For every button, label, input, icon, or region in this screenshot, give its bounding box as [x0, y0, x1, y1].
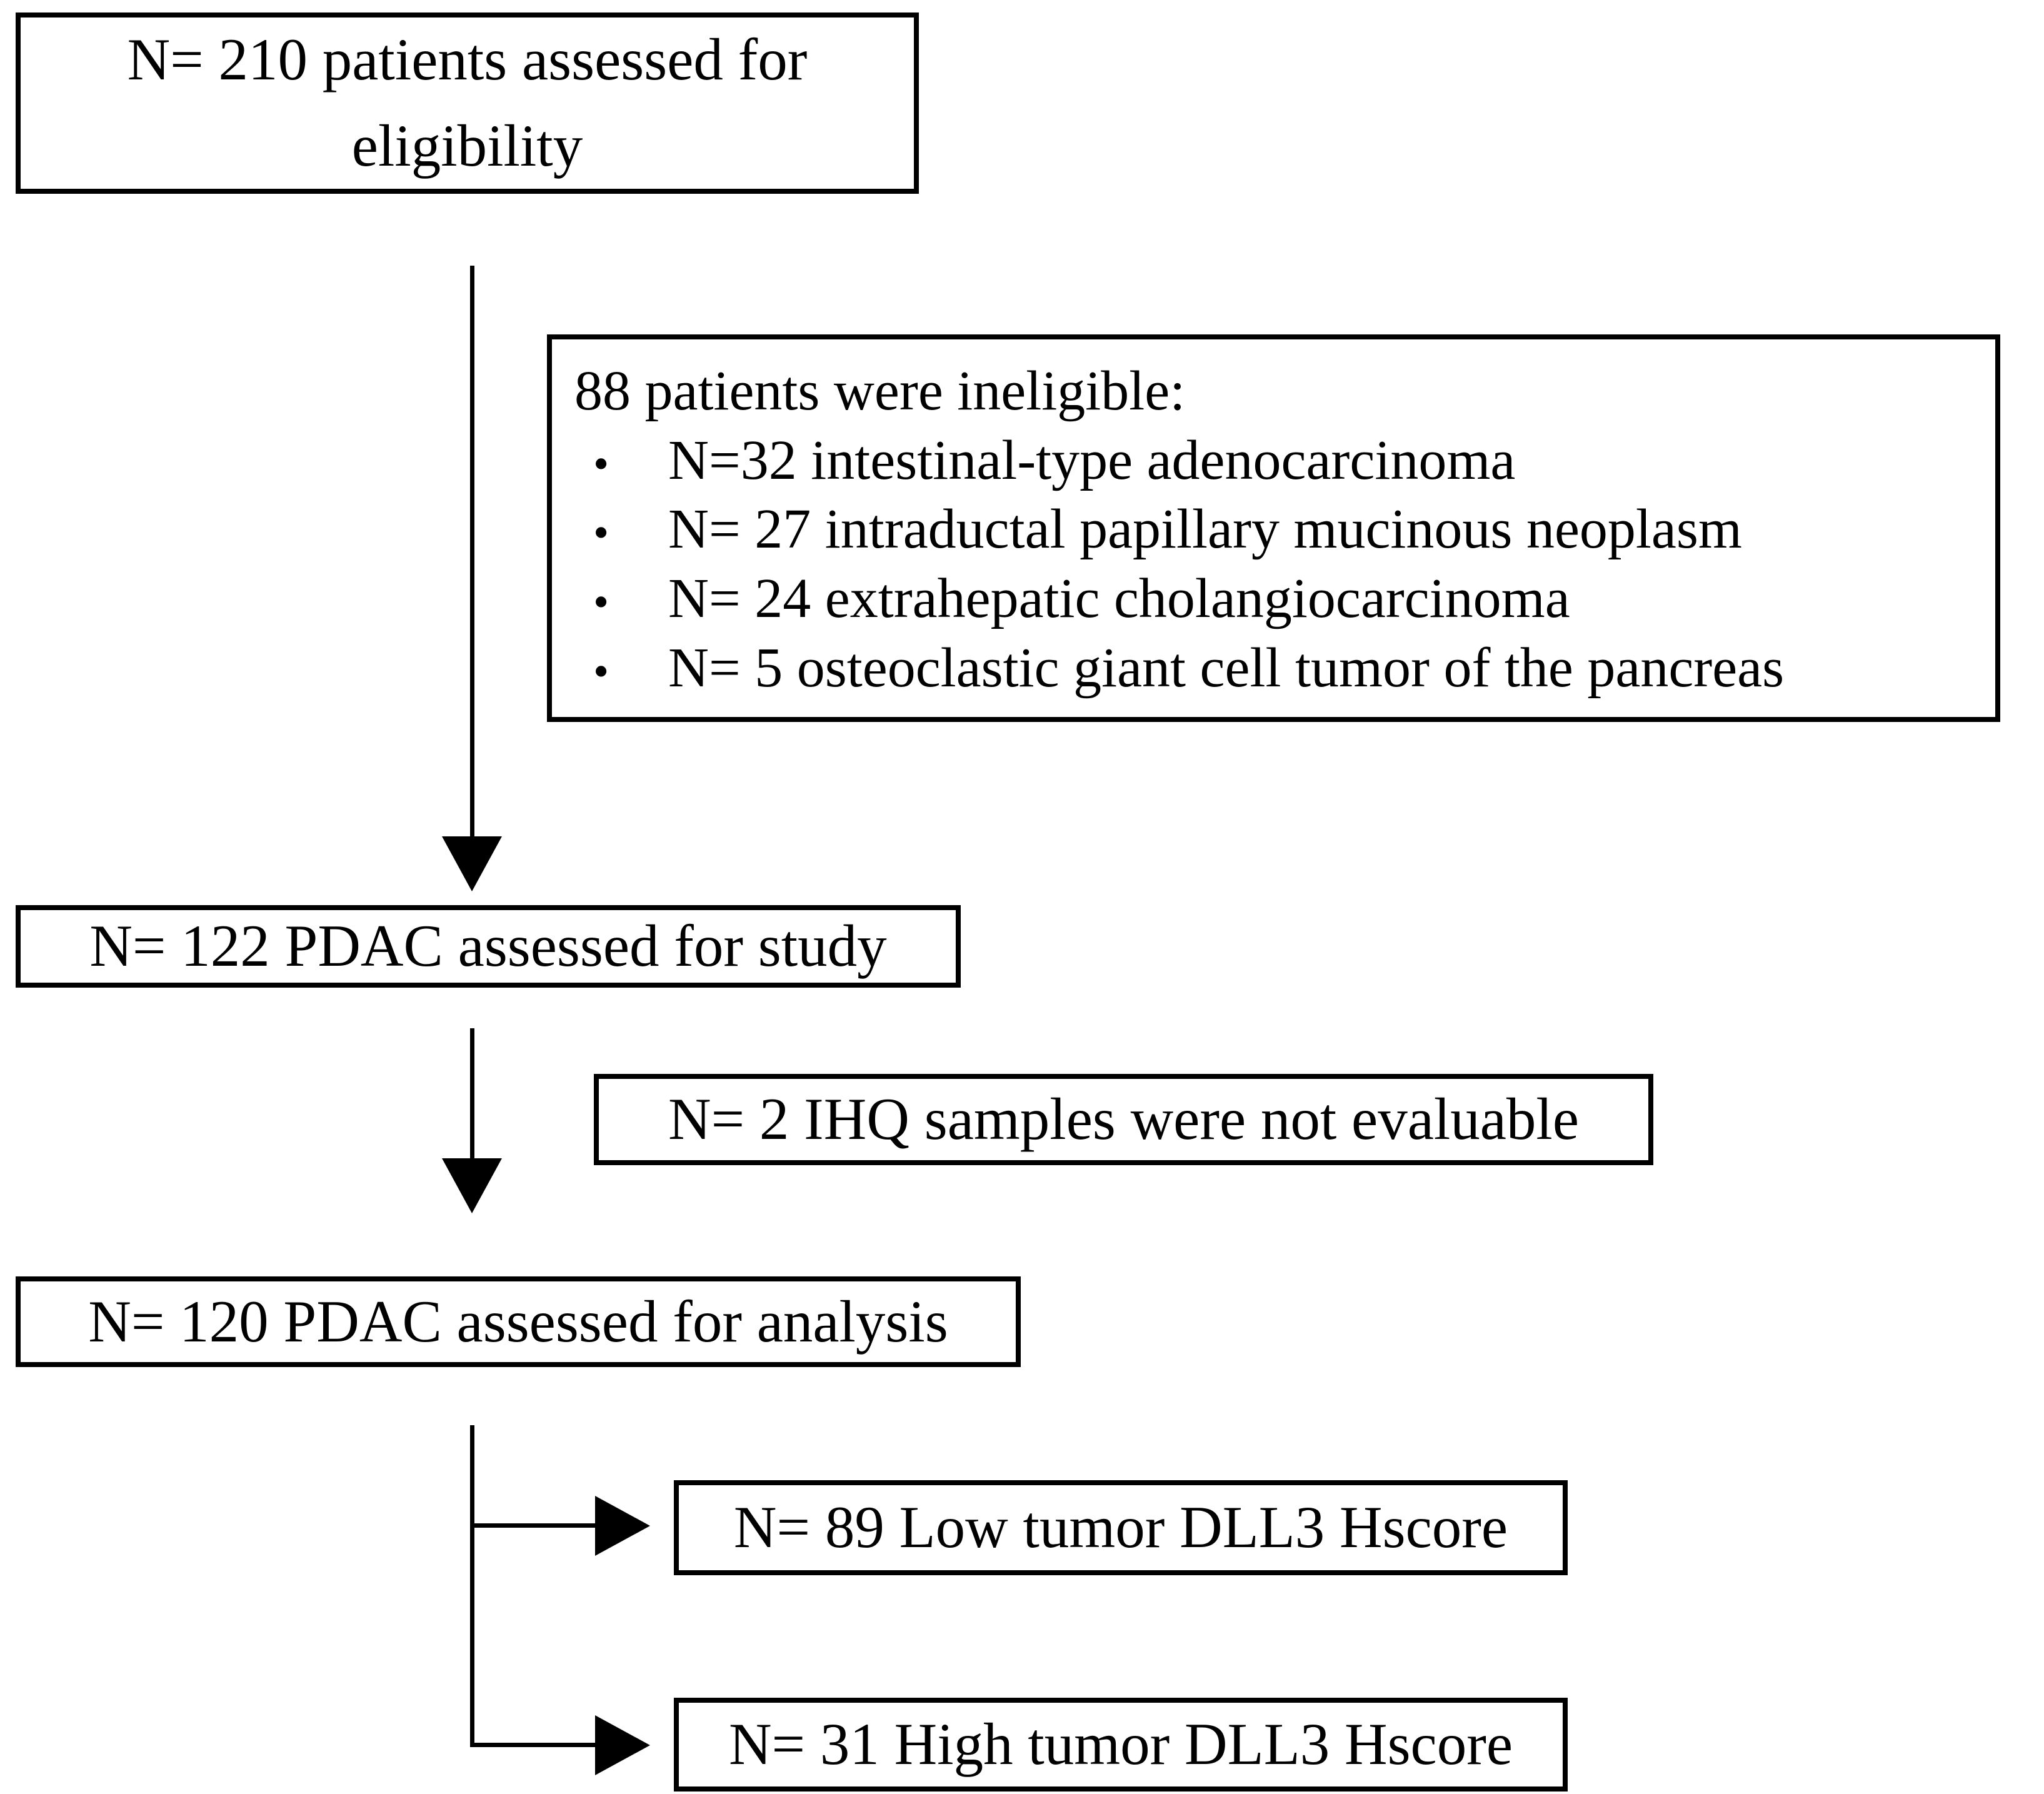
box-study-label: N= 122 PDAC assessed for study: [89, 913, 887, 980]
list-item: • N= 5 osteoclastic giant cell tumor of …: [574, 634, 1970, 703]
box-analysis: N= 120 PDAC assessed for analysis: [16, 1276, 1021, 1367]
bullet-icon: •: [593, 508, 609, 558]
box-ineligible: 88 patients were ineligible: • N=32 inte…: [547, 334, 2000, 722]
arrow-eligibility-to-study-head-icon: [442, 836, 502, 891]
arrow-to-low-hscore-line: [470, 1523, 598, 1528]
box-eligibility: N= 210 patients assessed for eligibility: [16, 13, 919, 194]
bullet-icon: •: [593, 438, 609, 489]
arrow-eligibility-to-study-line: [470, 266, 474, 838]
list-item-text: N= 5 osteoclastic giant cell tumor of th…: [668, 636, 1785, 699]
list-item-text: N=32 intestinal-type adenocarcinoma: [668, 429, 1516, 491]
box-ineligible-title: 88 patients were ineligible:: [574, 360, 1186, 422]
box-high-hscore-label: N= 31 High tumor DLL3 Hscore: [728, 1711, 1513, 1778]
box-analysis-label: N= 120 PDAC assessed for analysis: [88, 1288, 948, 1355]
branch-stem-line: [470, 1425, 474, 1747]
box-eligibility-label: N= 210 patients assessed for eligibility: [127, 26, 808, 179]
box-low-hscore: N= 89 Low tumor DLL3 Hscore: [674, 1480, 1568, 1575]
list-item-text: N= 27 intraductal papillary mucinous neo…: [668, 498, 1742, 561]
arrow-to-high-hscore-line: [470, 1743, 598, 1747]
arrow-study-to-analysis-line: [470, 1028, 474, 1161]
arrow-study-to-analysis-head-icon: [442, 1158, 502, 1213]
list-item: • N= 24 extrahepatic cholangiocarcinoma: [574, 564, 1970, 634]
list-item: • N=32 intestinal-type adenocarcinoma: [574, 426, 1970, 496]
box-study: N= 122 PDAC assessed for study: [16, 905, 961, 988]
ineligible-list: • N=32 intestinal-type adenocarcinoma • …: [574, 426, 1970, 703]
bullet-icon: •: [593, 646, 609, 696]
box-high-hscore: N= 31 High tumor DLL3 Hscore: [674, 1698, 1568, 1791]
bullet-icon: •: [593, 577, 609, 628]
box-low-hscore-label: N= 89 Low tumor DLL3 Hscore: [733, 1494, 1508, 1561]
list-item-text: N= 24 extrahepatic cholangiocarcinoma: [668, 568, 1570, 630]
arrow-to-high-hscore-head-icon: [595, 1715, 650, 1775]
arrow-to-low-hscore-head-icon: [595, 1496, 650, 1556]
box-not-evaluable: N= 2 IHQ samples were not evaluable: [594, 1074, 1653, 1165]
list-item: • N= 27 intraductal papillary mucinous n…: [574, 495, 1970, 564]
box-not-evaluable-label: N= 2 IHQ samples were not evaluable: [668, 1086, 1579, 1153]
